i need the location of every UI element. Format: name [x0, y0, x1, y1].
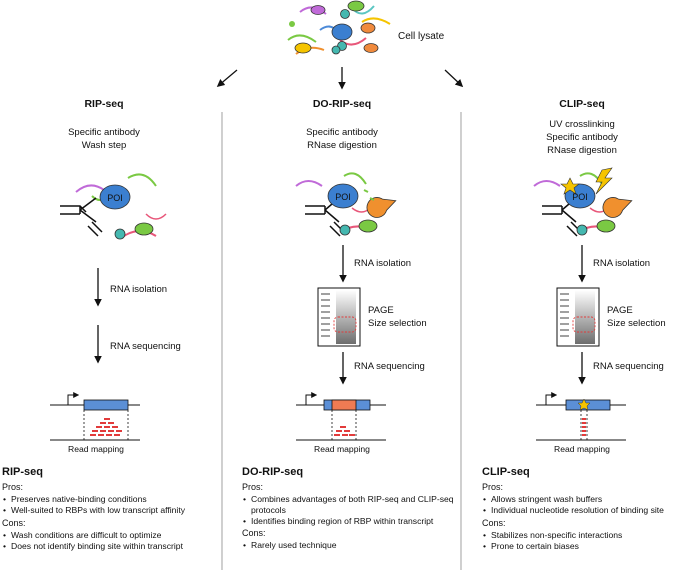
- rip-summary-title: RIP-seq: [2, 466, 43, 478]
- rip-pro-item: Preserves native-binding conditions: [2, 494, 185, 505]
- rip-cons-list: Wash conditions are difficult to optimiz…: [2, 530, 183, 552]
- clip-pros-list: Allows stringent wash buffers Individual…: [482, 494, 664, 516]
- rip-read-mapping-label: Read mapping: [68, 444, 124, 454]
- dorip-pro-item: Identifies binding region of RBP within …: [242, 516, 456, 527]
- cell-lysate-label: Cell lysate: [398, 31, 445, 42]
- arrow-to-rip: [216, 69, 238, 88]
- dorip-page-gel: [317, 287, 361, 347]
- clip-condition-2: Specific antibody: [546, 132, 618, 143]
- rip-pros-label: Pros:: [2, 482, 24, 492]
- dorip-pro-text: Combines advantages of both RIP-seq and …: [251, 494, 454, 515]
- clip-pros-label: Pros:: [482, 482, 504, 492]
- clip-read-mapping-illustration: [536, 392, 626, 441]
- dorip-cons-label: Cons:: [242, 528, 266, 538]
- dorip-read-mapping-illustration: [296, 392, 386, 441]
- rip-complex-illustration: [60, 173, 167, 240]
- clip-page-label: PAGE: [607, 305, 633, 316]
- rip-step-isolation: RNA isolation: [110, 284, 168, 295]
- clip-title: CLIP-seq: [559, 98, 605, 110]
- clip-pro-item: Allows stringent wash buffers: [482, 494, 664, 505]
- rip-read-mapping-illustration: [50, 392, 140, 441]
- clip-step-sequencing: RNA sequencing: [593, 361, 664, 372]
- clip-con-item: Prone to certain biases: [482, 541, 622, 552]
- clip-page-gel: [556, 287, 600, 347]
- arrow-to-clip: [444, 69, 464, 88]
- clip-pro-item: Individual nucleotide resolution of bind…: [482, 505, 664, 516]
- rip-poi-label: POI: [107, 193, 123, 203]
- dorip-cons-list: Rarely used technique: [242, 540, 337, 551]
- clip-step-isolation: RNA isolation: [593, 258, 651, 269]
- rip-condition-1: Specific antibody: [68, 127, 140, 138]
- rip-step-sequencing: RNA sequencing: [110, 341, 181, 352]
- clip-read-mapping-label: Read mapping: [554, 444, 610, 454]
- dorip-pros-list: Combines advantages of both RIP-seq and …: [242, 494, 456, 527]
- clip-size-selection-label: Size selection: [607, 318, 666, 329]
- rip-condition-2: Wash step: [81, 140, 127, 151]
- clip-cons-label: Cons:: [482, 518, 506, 528]
- dorip-condition-2: RNase digestion: [307, 140, 377, 151]
- dorip-pro-item: Combines advantages of both RIP-seq and …: [242, 494, 456, 516]
- dorip-step-isolation: RNA isolation: [354, 258, 412, 269]
- clip-complex-illustration: [533, 167, 633, 237]
- dorip-size-selection-label: Size selection: [368, 318, 427, 329]
- clip-con-item: Stabilizes non-specific interactions: [482, 530, 622, 541]
- clip-condition-3: RNase digestion: [547, 145, 617, 156]
- dorip-title: DO-RIP-seq: [312, 98, 372, 110]
- clip-condition-1: UV crosslinking: [549, 119, 615, 130]
- rip-con-item: Wash conditions are difficult to optimiz…: [2, 530, 183, 541]
- dorip-summary-title: DO-RIP-seq: [242, 466, 304, 478]
- clip-summary-title: CLIP-seq: [482, 466, 530, 478]
- rip-pro-item: Well-suited to RBPs with low transcript …: [2, 505, 185, 516]
- dorip-complex-illustration: [295, 172, 397, 237]
- dorip-con-item: Rarely used technique: [242, 540, 337, 551]
- dorip-read-mapping-label: Read mapping: [314, 444, 370, 454]
- clip-poi-label: POI: [572, 192, 588, 202]
- clip-cons-list: Stabilizes non-specific interactions Pro…: [482, 530, 622, 552]
- dorip-poi-label: POI: [335, 192, 351, 202]
- rip-cons-label: Cons:: [2, 518, 26, 528]
- rip-pros-list: Preserves native-binding conditions Well…: [2, 494, 185, 516]
- cell-lysate-illustration: [287, 0, 391, 55]
- dorip-page-label: PAGE: [368, 305, 394, 316]
- rip-title: RIP-seq: [84, 98, 124, 110]
- rip-con-item: Does not identify binding site within tr…: [2, 541, 183, 552]
- dorip-pros-label: Pros:: [242, 482, 264, 492]
- dorip-condition-1: Specific antibody: [306, 127, 378, 138]
- dorip-step-sequencing: RNA sequencing: [354, 361, 425, 372]
